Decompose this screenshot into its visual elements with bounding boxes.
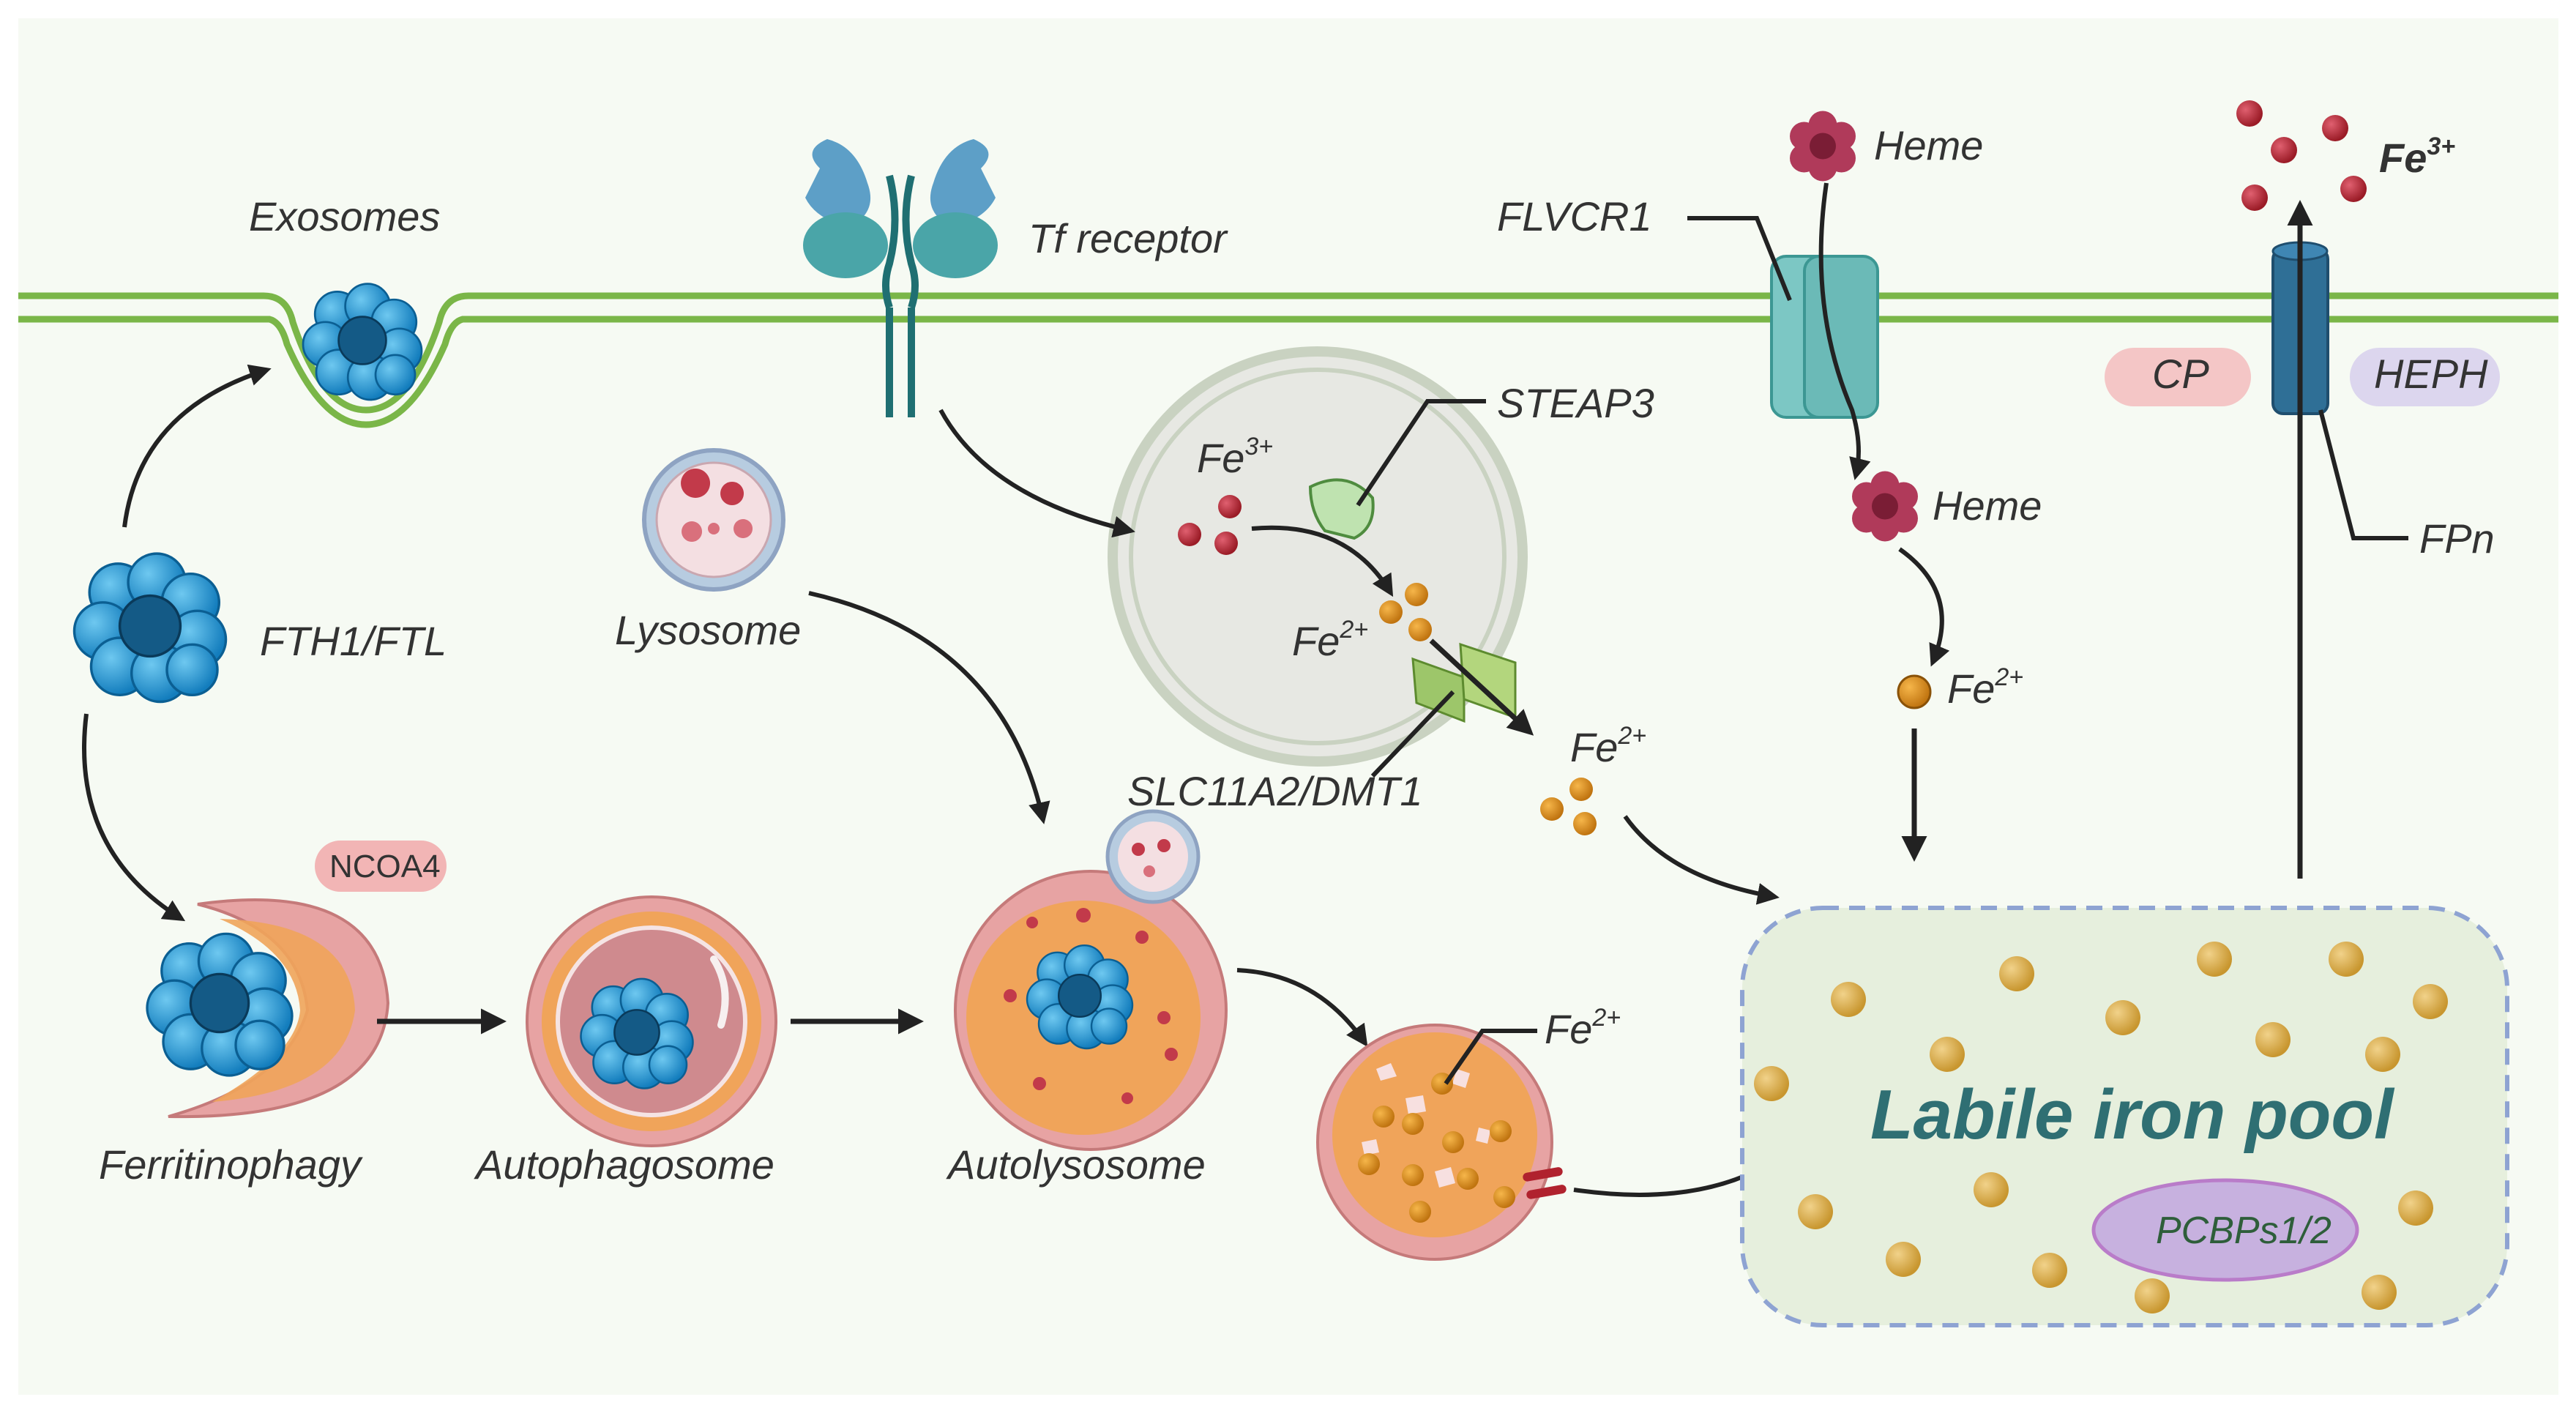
fe3-to-fe2-arrow bbox=[1251, 525, 1394, 597]
autolysosome-label: Autolysosome bbox=[946, 1141, 1206, 1188]
fe2-released-to-pool-arrow bbox=[1623, 815, 1780, 905]
fe3-endo-ions bbox=[1178, 495, 1242, 555]
tf-to-endosome-arrow bbox=[938, 409, 1135, 538]
ferritinophagy-label: Ferritinophagy bbox=[99, 1141, 363, 1188]
steap3-protein bbox=[1308, 478, 1375, 540]
flvcr1-label: FLVCR1 bbox=[1497, 193, 1652, 239]
fe3-exported-ions bbox=[2236, 100, 2367, 211]
dmt1-pointer bbox=[1370, 690, 1455, 778]
fe2-lyso-pointer bbox=[1444, 1029, 1537, 1085]
lysosome bbox=[642, 448, 785, 592]
ferritin-to-exosome-arrow bbox=[122, 364, 272, 528]
fe2-endo-ions bbox=[1379, 583, 1432, 641]
lysosome-to-autolysosome-arrow bbox=[808, 591, 1050, 824]
heme-import-arrow bbox=[1818, 182, 1871, 480]
slc11a2-label: SLC11A2/DMT1 bbox=[1127, 768, 1423, 814]
fe2-through-dmt1-arrow bbox=[1429, 638, 1534, 736]
fpn-label: FPn bbox=[2419, 515, 2495, 562]
fe2-dmt1-label: Fe2+ bbox=[1570, 722, 1646, 770]
fe3-endo-label: Fe3+ bbox=[1197, 433, 1273, 481]
fe2-lyso-label: Fe2+ bbox=[1545, 1004, 1621, 1052]
exosomes-label: Exosomes bbox=[249, 193, 440, 239]
autolysosome-ferritin bbox=[1026, 944, 1134, 1050]
tf-receptor-label: Tf receptor bbox=[1028, 215, 1228, 261]
plasma-membrane bbox=[18, 292, 2558, 428]
lysosome-label: Lysosome bbox=[615, 607, 801, 653]
fe3-top-label: Fe3+ bbox=[2379, 133, 2455, 181]
fe2-endo-label: Fe2+ bbox=[1292, 616, 1368, 664]
cp-label: CP bbox=[2152, 351, 2209, 397]
heme-to-fe2-arrow bbox=[1898, 547, 1950, 667]
ferritinophagy-ferritin bbox=[146, 932, 294, 1077]
ferritin-to-ferritinophagy-arrow bbox=[82, 713, 186, 922]
tf-receptor bbox=[803, 139, 998, 417]
labile-iron-pool-label: Labile iron pool bbox=[1870, 1076, 2395, 1154]
phagophore bbox=[168, 898, 390, 1119]
heph-badge bbox=[2350, 348, 2500, 406]
ncoa4-badge bbox=[315, 841, 447, 892]
dmt1-transporter bbox=[1411, 642, 1517, 723]
cp-badge bbox=[2105, 348, 2251, 406]
steap3-label: STEAP3 bbox=[1497, 380, 1654, 426]
fpn-pointer bbox=[2318, 409, 2408, 540]
fe2-heme-ion bbox=[1897, 674, 1932, 709]
fe2-released-ions bbox=[1540, 778, 1597, 835]
pcbps-ellipse bbox=[2091, 1178, 2359, 1282]
flvcr1-pointer bbox=[1687, 216, 1792, 302]
autophagosome-label: Autophagosome bbox=[474, 1141, 774, 1188]
ferritin-fth1-ftl bbox=[72, 552, 228, 704]
heph-label: HEPH bbox=[2374, 351, 2488, 397]
flvcr1-channel bbox=[1770, 255, 1879, 419]
autolysosome-to-degraded-arrow bbox=[1236, 968, 1368, 1047]
labile-iron-ions bbox=[1754, 942, 2448, 1313]
ncoa4-label: NCOA4 bbox=[329, 849, 441, 884]
degraded-autolysosome bbox=[1316, 1024, 1567, 1261]
steap3-pointer bbox=[1356, 399, 1486, 507]
heme-top-label: Heme bbox=[1874, 122, 1983, 168]
endosome bbox=[1108, 346, 1528, 767]
pcbps-label: PCBPs1/2 bbox=[2156, 1210, 2332, 1252]
autophagosome-ferritin bbox=[580, 977, 694, 1089]
fe2-heme-label: Fe2+ bbox=[1947, 663, 2023, 712]
exosome-ferritin bbox=[302, 283, 423, 401]
fth1-ftl-label: FTH1/FTL bbox=[260, 618, 447, 664]
heme-mid-label: Heme bbox=[1933, 482, 2042, 529]
